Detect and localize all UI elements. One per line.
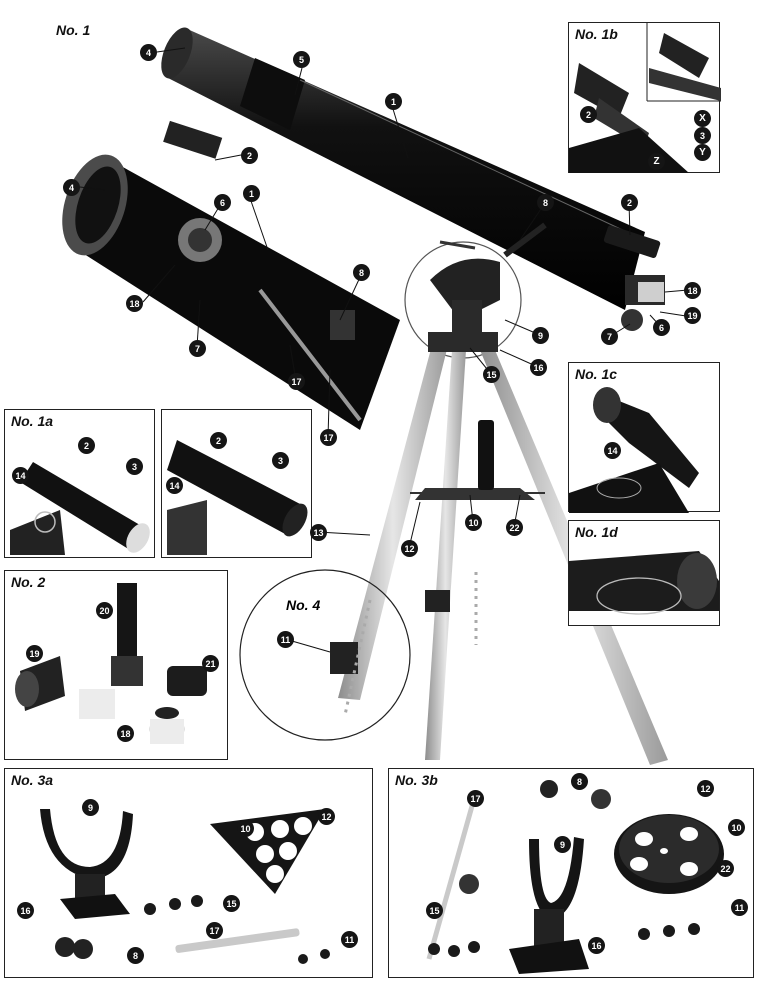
panel-title: No. 3b <box>395 772 438 788</box>
callout-2-20: 20 <box>96 602 113 619</box>
callout-3b-11: 11 <box>731 899 748 916</box>
callout-2-18: 18 <box>117 725 134 742</box>
finder-bracket-1b <box>569 23 721 173</box>
callout-11: 11 <box>277 631 294 648</box>
callout-17: 17 <box>288 373 305 390</box>
callout-19: 19 <box>684 307 701 324</box>
callout-6b: 6 <box>653 319 670 336</box>
mount-parts-3a <box>40 809 330 964</box>
mount-parts-3b <box>426 780 724 974</box>
callout-1b: 1 <box>243 185 260 202</box>
callout-1a-2: 2 <box>78 437 95 454</box>
callout-18b: 18 <box>684 282 701 299</box>
callout-7: 7 <box>189 340 206 357</box>
callout-8: 8 <box>353 264 370 281</box>
panel-title-no4: No. 4 <box>286 597 321 613</box>
finder-bracket-1d <box>569 551 719 615</box>
callout-1a2-14: 14 <box>166 477 183 494</box>
callout-3a-15: 15 <box>223 895 240 912</box>
callout-4b: 4 <box>63 179 80 196</box>
callout-X: X <box>694 110 711 127</box>
callout-3a-9: 9 <box>82 799 99 816</box>
panel-2: No. 2 <box>4 570 228 760</box>
callout-2-19: 19 <box>26 645 43 662</box>
callout-3a-8: 8 <box>127 947 144 964</box>
callout-10: 10 <box>465 514 482 531</box>
panel-1a-alt <box>161 409 312 558</box>
callout-1a2-3: 3 <box>272 452 289 469</box>
callout-3b-15: 15 <box>426 902 443 919</box>
callout-1b-2: 2 <box>580 106 597 123</box>
detail-circle-no4 <box>239 569 411 741</box>
callout-2: 2 <box>241 147 258 164</box>
callout-17b: 17 <box>320 429 337 446</box>
callout-9: 9 <box>532 327 549 344</box>
panel-1d: No. 1d <box>568 520 720 626</box>
finder-bracket-1c <box>569 387 699 513</box>
callout-4: 4 <box>140 44 157 61</box>
callout-15: 15 <box>483 366 500 383</box>
callout-12: 12 <box>401 540 418 557</box>
callout-3a-17: 17 <box>206 922 223 939</box>
panel-title: No. 1b <box>575 26 618 42</box>
panel-1b: No. 1b <box>568 22 721 173</box>
callout-1a-14: 14 <box>12 467 29 484</box>
focuser-assembly <box>603 225 665 331</box>
callout-1a2-2: 2 <box>210 432 227 449</box>
panel-1a: No. 1a <box>4 409 155 558</box>
callout-13: 13 <box>310 524 327 541</box>
callout-3a-12: 12 <box>318 808 335 825</box>
callout-3b-9: 9 <box>554 836 571 853</box>
reflector-tube <box>62 120 400 430</box>
callout-1b-3: 3 <box>694 127 711 144</box>
callout-3b-16: 16 <box>588 937 605 954</box>
callout-3b-12: 12 <box>697 780 714 797</box>
callout-3a-16: 16 <box>17 902 34 919</box>
callout-5: 5 <box>293 51 310 68</box>
panel-title: No. 1a <box>11 413 54 429</box>
callout-3b-10: 10 <box>728 819 745 836</box>
callout-8b: 8 <box>537 194 554 211</box>
panel-title: No. 2 <box>11 574 46 590</box>
figure-title: No. 1 <box>56 22 91 38</box>
callout-16: 16 <box>530 359 547 376</box>
callout-3a-11: 11 <box>341 931 358 948</box>
callout-Z: Z <box>648 153 665 170</box>
callout-2b: 2 <box>621 194 638 211</box>
callout-1: 1 <box>385 93 402 110</box>
callout-7b: 7 <box>601 328 618 345</box>
callout-3b-8: 8 <box>571 773 588 790</box>
callout-3b-22: 22 <box>717 860 734 877</box>
panel-1c: No. 1c <box>568 362 720 513</box>
panel-3b: No. 3b <box>388 768 754 978</box>
finder-scope-1a-alt <box>167 440 308 555</box>
callout-2-21: 21 <box>202 655 219 672</box>
panel-3a: No. 3a <box>4 768 373 978</box>
panel-title: No. 1c <box>575 366 618 382</box>
callout-Y: Y <box>694 144 711 161</box>
callout-3a-10: 10 <box>237 820 254 837</box>
callout-1a-3: 3 <box>126 458 143 475</box>
callout-3b-17: 17 <box>467 790 484 807</box>
accessories-2 <box>15 583 207 744</box>
callout-1c-14: 14 <box>604 442 621 459</box>
leader-lines <box>79 47 689 653</box>
finder-scope-1a <box>10 462 150 555</box>
callout-22: 22 <box>506 519 523 536</box>
callout-6: 6 <box>214 194 231 211</box>
panel-title: No. 3a <box>11 772 54 788</box>
panel-title: No. 1d <box>575 524 618 540</box>
callout-18: 18 <box>126 295 143 312</box>
